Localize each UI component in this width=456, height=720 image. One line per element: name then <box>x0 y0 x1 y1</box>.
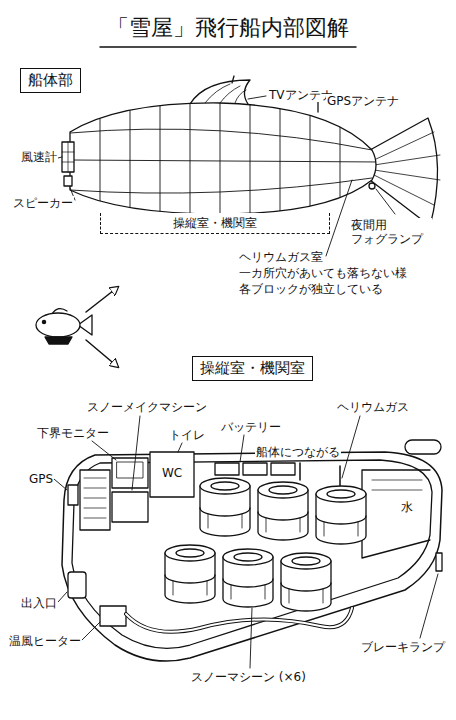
gas-blocks <box>70 100 380 220</box>
arrow-down <box>86 340 118 367</box>
cabin <box>62 440 442 661</box>
section-box: 船体部 <box>20 68 81 93</box>
node-text: 操縦室・機関室 <box>200 359 305 378</box>
snow-machine <box>165 545 215 603</box>
node-text: 操縦室・機関室 <box>107 215 323 231</box>
heater <box>100 606 126 626</box>
battery <box>271 463 295 475</box>
part-label: ブレーキランプ <box>360 640 446 654</box>
vent-drum <box>405 440 441 454</box>
hull-pipe <box>300 463 340 488</box>
water-tank-wall <box>362 470 430 558</box>
part-label: スノーメイクマシーン <box>86 400 208 414</box>
monitor-screen <box>117 462 143 478</box>
battery <box>215 463 239 475</box>
speaker <box>64 176 72 186</box>
section-box: 操縦室・機関室 <box>192 356 313 381</box>
small-airship-icon <box>36 309 92 344</box>
part-label: 水 <box>400 500 414 514</box>
part-label: 風速計 <box>20 150 58 164</box>
leader-lines <box>58 96 395 256</box>
hull-body <box>70 103 376 214</box>
part-label: WC <box>161 466 183 480</box>
battery <box>243 463 267 475</box>
arrow-up <box>86 287 118 312</box>
snow-machine <box>316 486 366 544</box>
part-label: 夜間用 フォグランプ <box>350 218 432 246</box>
snow-machine <box>223 549 273 607</box>
part-label: ヘリウムガス室 <box>238 250 324 264</box>
part-label: ヘリウムガス <box>336 400 410 414</box>
monitor <box>112 458 148 488</box>
snow-machine <box>258 482 308 540</box>
tail-fin <box>370 118 438 226</box>
leader-lines <box>54 416 438 668</box>
part-label: 温風ヒーター <box>8 634 82 648</box>
part-label: 船体につながる <box>255 445 341 459</box>
part-label: スピーカー <box>12 196 74 210</box>
dorsal-fin <box>190 80 250 104</box>
part-label: GPSアンテナ <box>326 94 400 108</box>
hose-inner <box>126 608 352 632</box>
snow-make-machine <box>112 492 148 522</box>
anemometer <box>62 142 74 172</box>
part-label: 各ブロックが独立している <box>238 282 384 296</box>
snow-machine <box>200 478 250 536</box>
title-underline <box>100 46 356 48</box>
fin-ribs <box>205 84 246 103</box>
water-tank-detail <box>372 480 422 490</box>
node-text: 船体部 <box>28 71 73 90</box>
part-label: トイレ <box>168 428 206 442</box>
cabin-hull <box>62 452 442 661</box>
dashed-region: 操縦室・機関室 <box>100 213 330 234</box>
part-label: 出入口 <box>20 596 58 610</box>
part-label: 一カ所穴があいても落ちない様 <box>238 266 408 280</box>
hose <box>126 608 352 632</box>
part-label: スノーマシーン (×6) <box>190 670 307 684</box>
toilet-booth <box>150 452 194 497</box>
snow-machine <box>281 553 331 611</box>
anemometer-grid <box>62 142 74 172</box>
tv-antenna <box>232 76 234 83</box>
part-label: バッテリー <box>220 420 282 434</box>
gps-unit <box>68 485 78 505</box>
part-label: GPS <box>28 472 54 486</box>
console <box>80 470 110 530</box>
fog-lamp <box>369 183 375 189</box>
door <box>68 572 86 598</box>
console-detail <box>84 478 106 518</box>
part-label: TVアンテナ <box>268 88 334 102</box>
brake-lamp <box>436 553 442 571</box>
part-label: 下界モニター <box>36 426 110 440</box>
tail-ribs <box>374 132 440 205</box>
title-text: 「雪屋」飛行船内部図解 <box>0 14 456 42</box>
airship-hull <box>62 76 440 226</box>
